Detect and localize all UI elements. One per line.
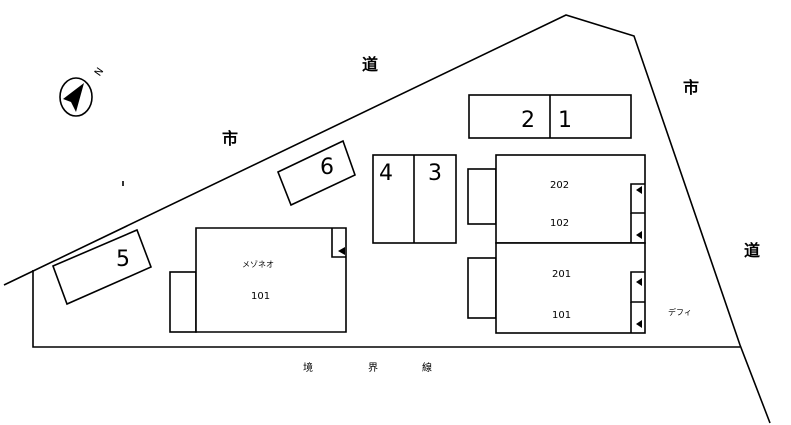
boundary-char-1: 境 bbox=[303, 361, 313, 374]
road-label-left-city: 市 bbox=[222, 129, 238, 148]
parking-number: 6 bbox=[320, 155, 334, 180]
building-annex bbox=[467, 257, 497, 319]
building-lower-right: 201 101 デフィ bbox=[467, 242, 692, 334]
parking-spaces-3-4: 4 3 bbox=[372, 154, 457, 244]
road-label-right-city: 市 bbox=[683, 78, 699, 97]
parking-number-1: 1 bbox=[558, 108, 572, 133]
boundary-char-3: 線 bbox=[422, 361, 432, 374]
unit-number-top: 201 bbox=[552, 269, 571, 280]
boundary-char-2: 界 bbox=[368, 362, 378, 374]
north-compass: N bbox=[59, 66, 106, 117]
unit-number-top: 202 bbox=[550, 180, 569, 191]
unit-number-bottom: 102 bbox=[550, 218, 569, 229]
road-label-right-road: 道 bbox=[744, 241, 760, 260]
parking-number-3: 3 bbox=[428, 161, 442, 186]
building-name: メゾネオ bbox=[242, 260, 274, 269]
parking-space-6: 6 bbox=[276, 139, 356, 207]
entrance-arrow-icon bbox=[338, 247, 345, 255]
compass-circle bbox=[59, 77, 93, 117]
building-annex bbox=[467, 168, 497, 225]
entrance-arrow-icon bbox=[636, 320, 642, 328]
parking-spaces-1-2: 2 1 bbox=[468, 94, 632, 139]
building-annex bbox=[169, 271, 197, 333]
road-label-top-road: 道 bbox=[362, 55, 378, 74]
parking-number: 5 bbox=[116, 247, 130, 272]
north-arrow-icon bbox=[63, 83, 84, 112]
entrance-arrow-icon bbox=[636, 231, 642, 239]
entrance-arrow-icon bbox=[636, 186, 642, 194]
building-left: メゾネオ 101 bbox=[169, 227, 347, 333]
unit-number-bottom: 101 bbox=[552, 310, 571, 321]
unit-number: 101 bbox=[251, 291, 270, 302]
building-upper-right: 202 102 bbox=[467, 154, 646, 244]
boundary-line-label: 境 界 線 bbox=[303, 361, 432, 374]
building-name: デフィ bbox=[668, 307, 692, 317]
parking-space-5: 5 bbox=[51, 228, 153, 306]
site-boundary bbox=[3, 14, 771, 424]
parking-number-2: 2 bbox=[521, 108, 535, 133]
parking-number-4: 4 bbox=[379, 161, 393, 186]
entrance-arrow-icon bbox=[636, 278, 642, 286]
compass-north-letter: N bbox=[93, 66, 106, 78]
